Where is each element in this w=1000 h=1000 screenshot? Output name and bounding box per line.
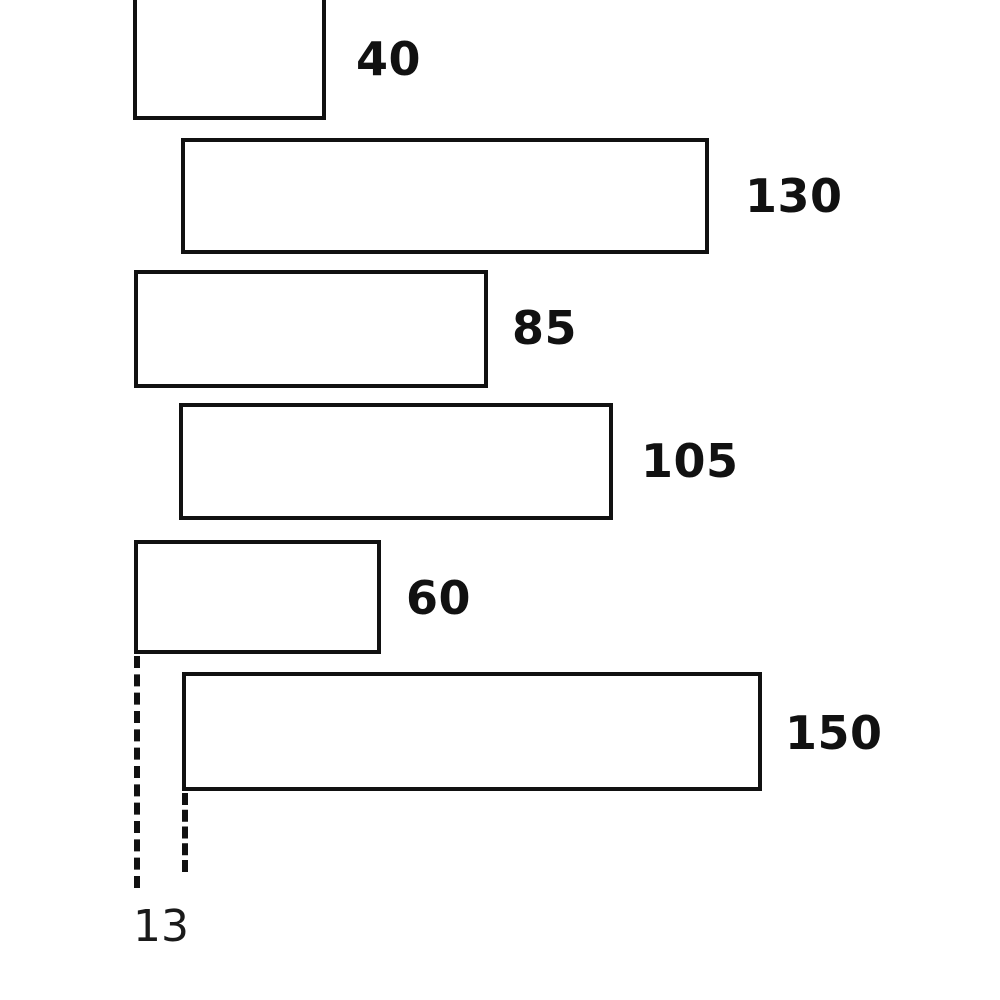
offset-annotation-13: 13 [133, 901, 189, 952]
left-guide-dashed-line [134, 656, 140, 888]
bar-label-6: 150 [785, 706, 883, 760]
right-guide-dashed-line [182, 793, 188, 872]
bar-5 [134, 540, 381, 654]
bar-label-1: 40 [356, 32, 422, 86]
bar-4 [179, 403, 613, 520]
bar-1 [133, 0, 326, 120]
bar-label-3: 85 [512, 301, 578, 355]
bar-label-2: 130 [745, 169, 843, 223]
bar-3 [134, 270, 488, 388]
bar-6 [182, 672, 762, 791]
bar-label-5: 60 [406, 571, 472, 625]
bar-2 [181, 138, 709, 254]
bar-label-4: 105 [641, 434, 739, 488]
